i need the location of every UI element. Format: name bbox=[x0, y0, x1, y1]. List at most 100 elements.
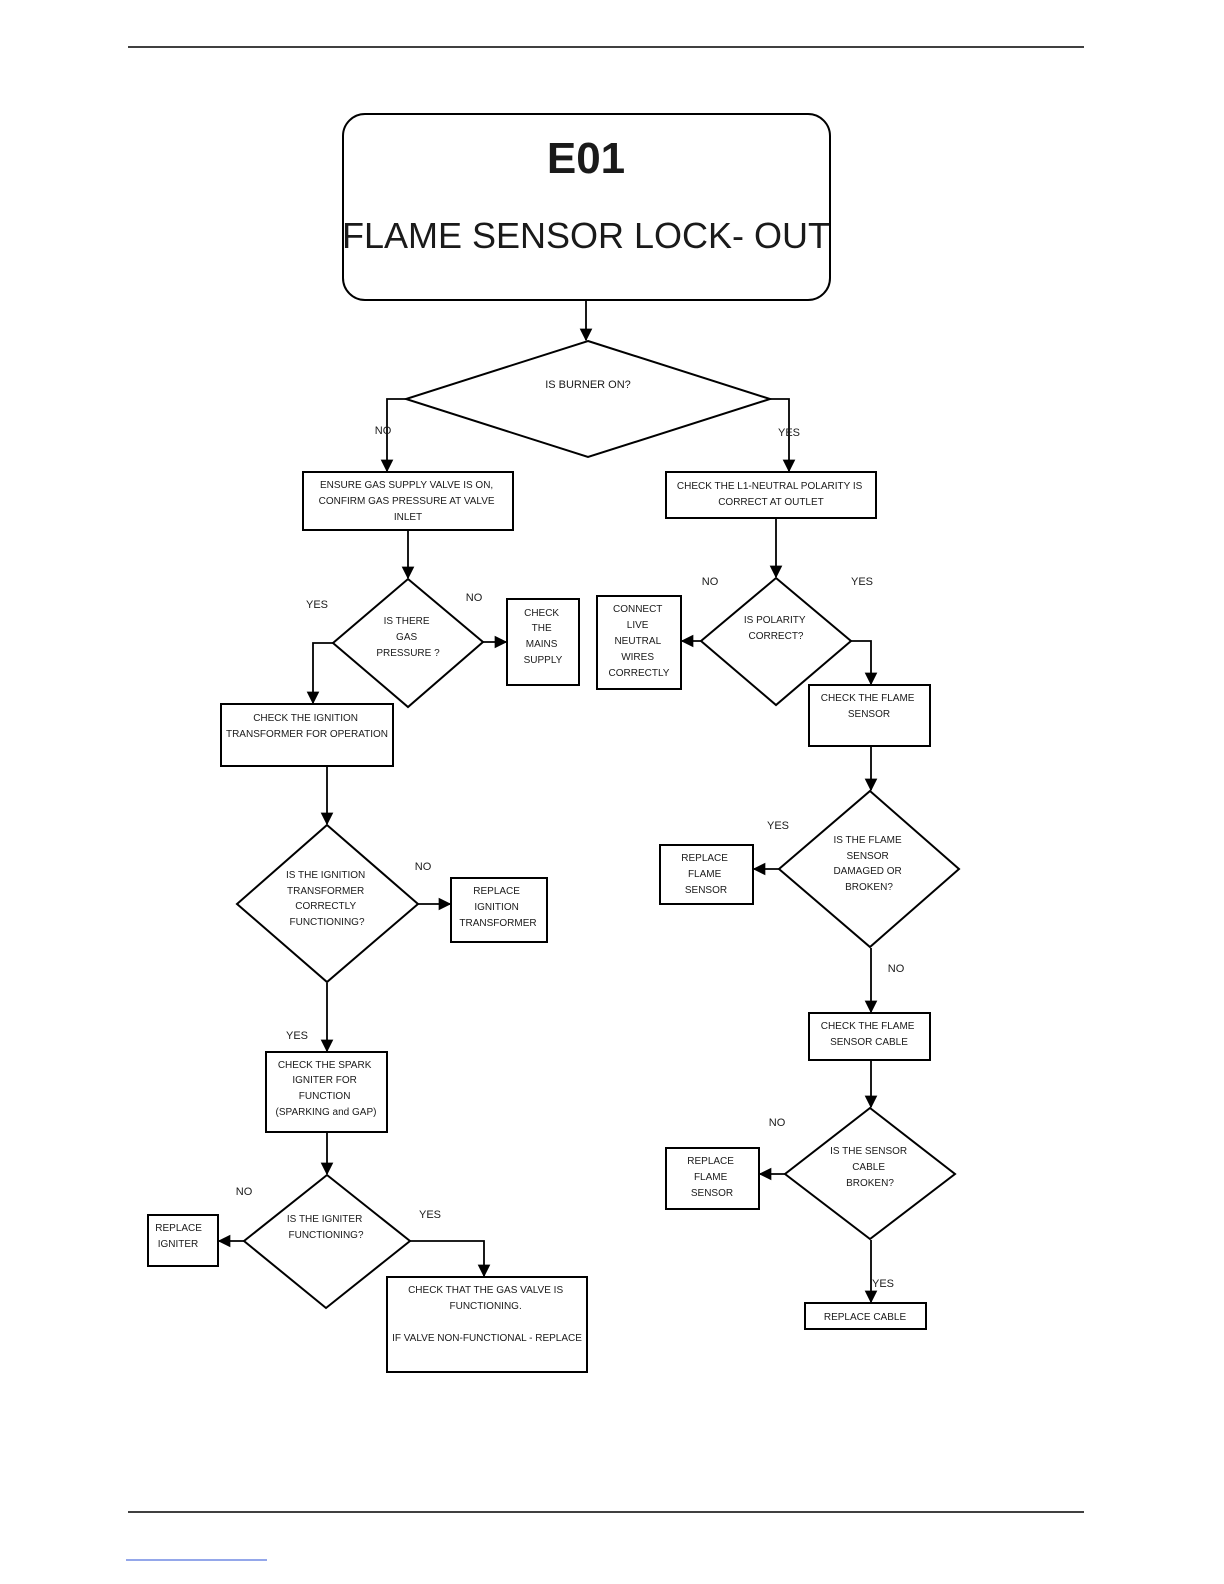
gas-pressure-line-3: PRESSURE ? bbox=[376, 648, 440, 659]
svg-text:CHECK THE SPARK IGNITER: CHECK THE SPARK IGNITER FOR FUNCTION (SP… bbox=[276, 1060, 377, 1118]
process-replace-igniter: REPLACE IGNITER bbox=[147, 1214, 219, 1267]
check-flame-sensor-line-1: CHECK THE FLAME bbox=[821, 693, 915, 704]
transformer-ok-line-1: IS THE IGNITION bbox=[286, 870, 365, 881]
svg-text:CONNECT LIVE NEUTR: CONNECT LIVE NEUTRAL WIRES CORRECTLY bbox=[609, 604, 670, 679]
check-transformer-line-1: CHECK THE IGNITION bbox=[253, 713, 358, 724]
sensor-damaged-line-2: SENSOR bbox=[846, 851, 888, 862]
svg-text:IS THE FLAME SENSOR: IS THE FLAME SENSOR DAMAGED OR BROKEN? bbox=[833, 835, 904, 893]
decision-flame-sensor-damaged: IS THE FLAME SENSOR DAMAGED OR BROKEN? bbox=[777, 789, 961, 949]
edge-labels: NO YES YES NO NO YES NO YES YES NO NO YE… bbox=[236, 425, 905, 1290]
edge-label-pressure-no: NO bbox=[466, 592, 483, 604]
process-check-mains-supply: CHECK THE MAINS SUPPLY bbox=[506, 598, 580, 686]
process-check-flame-sensor: CHECK THE FLAME SENSOR bbox=[808, 684, 931, 747]
transformer-ok-line-2: TRANSFORMER bbox=[287, 886, 364, 897]
gas-pressure-line-2: GAS bbox=[396, 632, 417, 643]
decision-sensor-cable-broken: IS THE SENSOR CABLE BROKEN? bbox=[783, 1106, 957, 1241]
svg-text:ENSURE GAS SUPPLY VALVE IS ON,: ENSURE GAS SUPPLY VALVE IS ON, CONFIRM G… bbox=[319, 480, 498, 523]
check-mains-line-2: THE bbox=[532, 623, 552, 634]
decision-gas-pressure: IS THERE GAS PRESSURE ? bbox=[331, 577, 485, 709]
replace-igniter-line-2: IGNITER bbox=[158, 1239, 199, 1250]
check-spark-line-3: FUNCTION bbox=[299, 1091, 351, 1102]
process-check-spark-igniter: CHECK THE SPARK IGNITER FOR FUNCTION (SP… bbox=[265, 1051, 388, 1133]
replace-sensor-1-line-2: FLAME bbox=[688, 869, 722, 880]
cable-broken-line-2: CABLE bbox=[852, 1162, 885, 1173]
igniter-ok-line-1: IS THE IGNITER bbox=[287, 1214, 362, 1225]
connect-wires-line-2: LIVE bbox=[627, 620, 649, 631]
connect-wires-line-3: NEUTRAL bbox=[614, 636, 661, 647]
edge-label-igniter-yes: YES bbox=[419, 1209, 441, 1221]
check-sensor-cable-line-1: CHECK THE FLAME bbox=[821, 1021, 915, 1032]
svg-text:IS POLARITY CORRECT?: IS POLARITY CORRECT? bbox=[744, 615, 808, 642]
transformer-ok-line-4: FUNCTIONING? bbox=[290, 917, 365, 928]
gas-pressure-line-1: IS THERE bbox=[384, 616, 430, 627]
title-box: E01 FLAME SENSOR LOCK- OUT bbox=[342, 113, 831, 301]
process-replace-cable: REPLACE CABLE bbox=[804, 1302, 927, 1330]
process-check-flame-sensor-cable: CHECK THE FLAME SENSOR CABLE bbox=[808, 1012, 931, 1061]
sensor-damaged-line-3: DAMAGED OR bbox=[833, 866, 901, 877]
check-flame-sensor-line-2: SENSOR bbox=[848, 709, 890, 720]
replace-transformer-line-3: TRANSFORMER bbox=[459, 918, 536, 929]
svg-text:REPLACE FLAME SENS: REPLACE FLAME SENSOR bbox=[687, 1156, 736, 1199]
replace-sensor-2-line-2: FLAME bbox=[694, 1172, 728, 1183]
check-gas-valve-line-4: IF VALVE NON-FUNCTIONAL - REPLACE bbox=[392, 1333, 582, 1344]
cable-broken-line-1: IS THE SENSOR bbox=[830, 1146, 907, 1157]
igniter-ok-line-2: FUNCTIONING? bbox=[289, 1230, 364, 1241]
error-title: FLAME SENSOR LOCK- OUT bbox=[342, 215, 830, 256]
svg-text:CHECK THE L1-NEUTRAL POLARITY: CHECK THE L1-NEUTRAL POLARITY IS CORRECT… bbox=[677, 481, 865, 508]
svg-text:IS THE SENSOR CABLE: IS THE SENSOR CABLE BROKEN? bbox=[830, 1146, 910, 1189]
check-mains-line-1: CHECK bbox=[524, 608, 559, 619]
svg-text:REPLACE FLAME SENS: REPLACE FLAME SENSOR bbox=[681, 853, 730, 896]
connect-wires-line-1: CONNECT bbox=[613, 604, 662, 615]
sensor-damaged-line-1: IS THE FLAME bbox=[834, 835, 902, 846]
check-sensor-cable-line-2: SENSOR CABLE bbox=[830, 1037, 908, 1048]
check-mains-line-4: SUPPLY bbox=[524, 655, 563, 666]
polarity-correct-line-1: IS POLARITY bbox=[744, 615, 806, 626]
edge-label-cable-yes: YES bbox=[872, 1278, 894, 1290]
process-replace-ignition-transformer: REPLACE IGNITION TRANSFORMER bbox=[450, 877, 548, 943]
decision-burner-on: IS BURNER ON? bbox=[402, 339, 774, 459]
edge-label-damaged-no: NO bbox=[888, 963, 905, 975]
replace-cable-label: REPLACE CABLE bbox=[824, 1312, 907, 1323]
edge-label-transformer-no: NO bbox=[415, 861, 432, 873]
svg-text:CHECK THAT THE GAS VALVE IS: CHECK THAT THE GAS VALVE IS FUNCTIONING.… bbox=[392, 1285, 582, 1344]
replace-sensor-2-line-3: SENSOR bbox=[691, 1188, 733, 1199]
decision-igniter-functioning: IS THE IGNITER FUNCTIONING? bbox=[242, 1173, 412, 1310]
process-check-ignition-transformer: CHECK THE IGNITION TRANSFORMER FOR OPERA… bbox=[220, 703, 394, 767]
ensure-gas-line-2: CONFIRM GAS PRESSURE AT VALVE bbox=[319, 496, 495, 507]
replace-sensor-1-line-1: REPLACE bbox=[681, 853, 728, 864]
check-spark-line-2: IGNITER FOR bbox=[292, 1075, 356, 1086]
edge-label-pressure-yes: YES bbox=[306, 599, 328, 611]
process-ensure-gas-supply: ENSURE GAS SUPPLY VALVE IS ON, CONFIRM G… bbox=[302, 471, 514, 531]
svg-text:CHECK THE IGNITION TRANS: CHECK THE IGNITION TRANSFORMER FOR OPERA… bbox=[226, 713, 388, 740]
check-gas-valve-line-2: FUNCTIONING. bbox=[450, 1301, 522, 1312]
decision-polarity-correct: IS POLARITY CORRECT? bbox=[699, 576, 853, 707]
decision-burner-on-label: IS BURNER ON? bbox=[545, 379, 631, 391]
edge-label-polarity-no: NO bbox=[702, 576, 719, 588]
replace-sensor-2-line-1: REPLACE bbox=[687, 1156, 734, 1167]
edge-label-burner-yes: YES bbox=[778, 427, 800, 439]
connectors bbox=[217, 300, 878, 1304]
process-replace-flame-sensor-1: REPLACE FLAME SENSOR bbox=[659, 844, 754, 905]
svg-text:IS THE IGNITER FUNCTIONI: IS THE IGNITER FUNCTIONING? bbox=[287, 1214, 365, 1241]
check-gas-valve-line-1: CHECK THAT THE GAS VALVE IS bbox=[408, 1285, 563, 1296]
process-check-polarity: CHECK THE L1-NEUTRAL POLARITY IS CORRECT… bbox=[665, 471, 877, 519]
ensure-gas-line-1: ENSURE GAS SUPPLY VALVE IS ON, bbox=[320, 480, 493, 491]
check-transformer-line-2: TRANSFORMER FOR OPERATION bbox=[226, 729, 388, 740]
polarity-correct-line-2: CORRECT? bbox=[748, 631, 803, 642]
transformer-ok-line-3: CORRECTLY bbox=[295, 901, 356, 912]
sensor-damaged-line-4: BROKEN? bbox=[845, 882, 893, 893]
check-polarity-line-1: CHECK THE L1-NEUTRAL POLARITY IS bbox=[677, 481, 863, 492]
svg-text:CHECK THE FLAME SENSOR C: CHECK THE FLAME SENSOR CABLE bbox=[821, 1021, 918, 1048]
error-code: E01 bbox=[547, 134, 625, 183]
edge-label-transformer-yes: YES bbox=[286, 1030, 308, 1042]
cable-broken-line-3: BROKEN? bbox=[846, 1178, 894, 1189]
edge-label-cable-no: NO bbox=[769, 1117, 786, 1129]
replace-sensor-1-line-3: SENSOR bbox=[685, 885, 727, 896]
ensure-gas-line-3: INLET bbox=[394, 512, 422, 523]
replace-igniter-line-1: REPLACE bbox=[155, 1223, 202, 1234]
replace-transformer-line-2: IGNITION bbox=[474, 902, 518, 913]
edge-label-igniter-no: NO bbox=[236, 1186, 253, 1198]
check-polarity-line-2: CORRECT AT OUTLET bbox=[718, 497, 824, 508]
check-spark-line-4: (SPARKING and GAP) bbox=[276, 1107, 377, 1118]
